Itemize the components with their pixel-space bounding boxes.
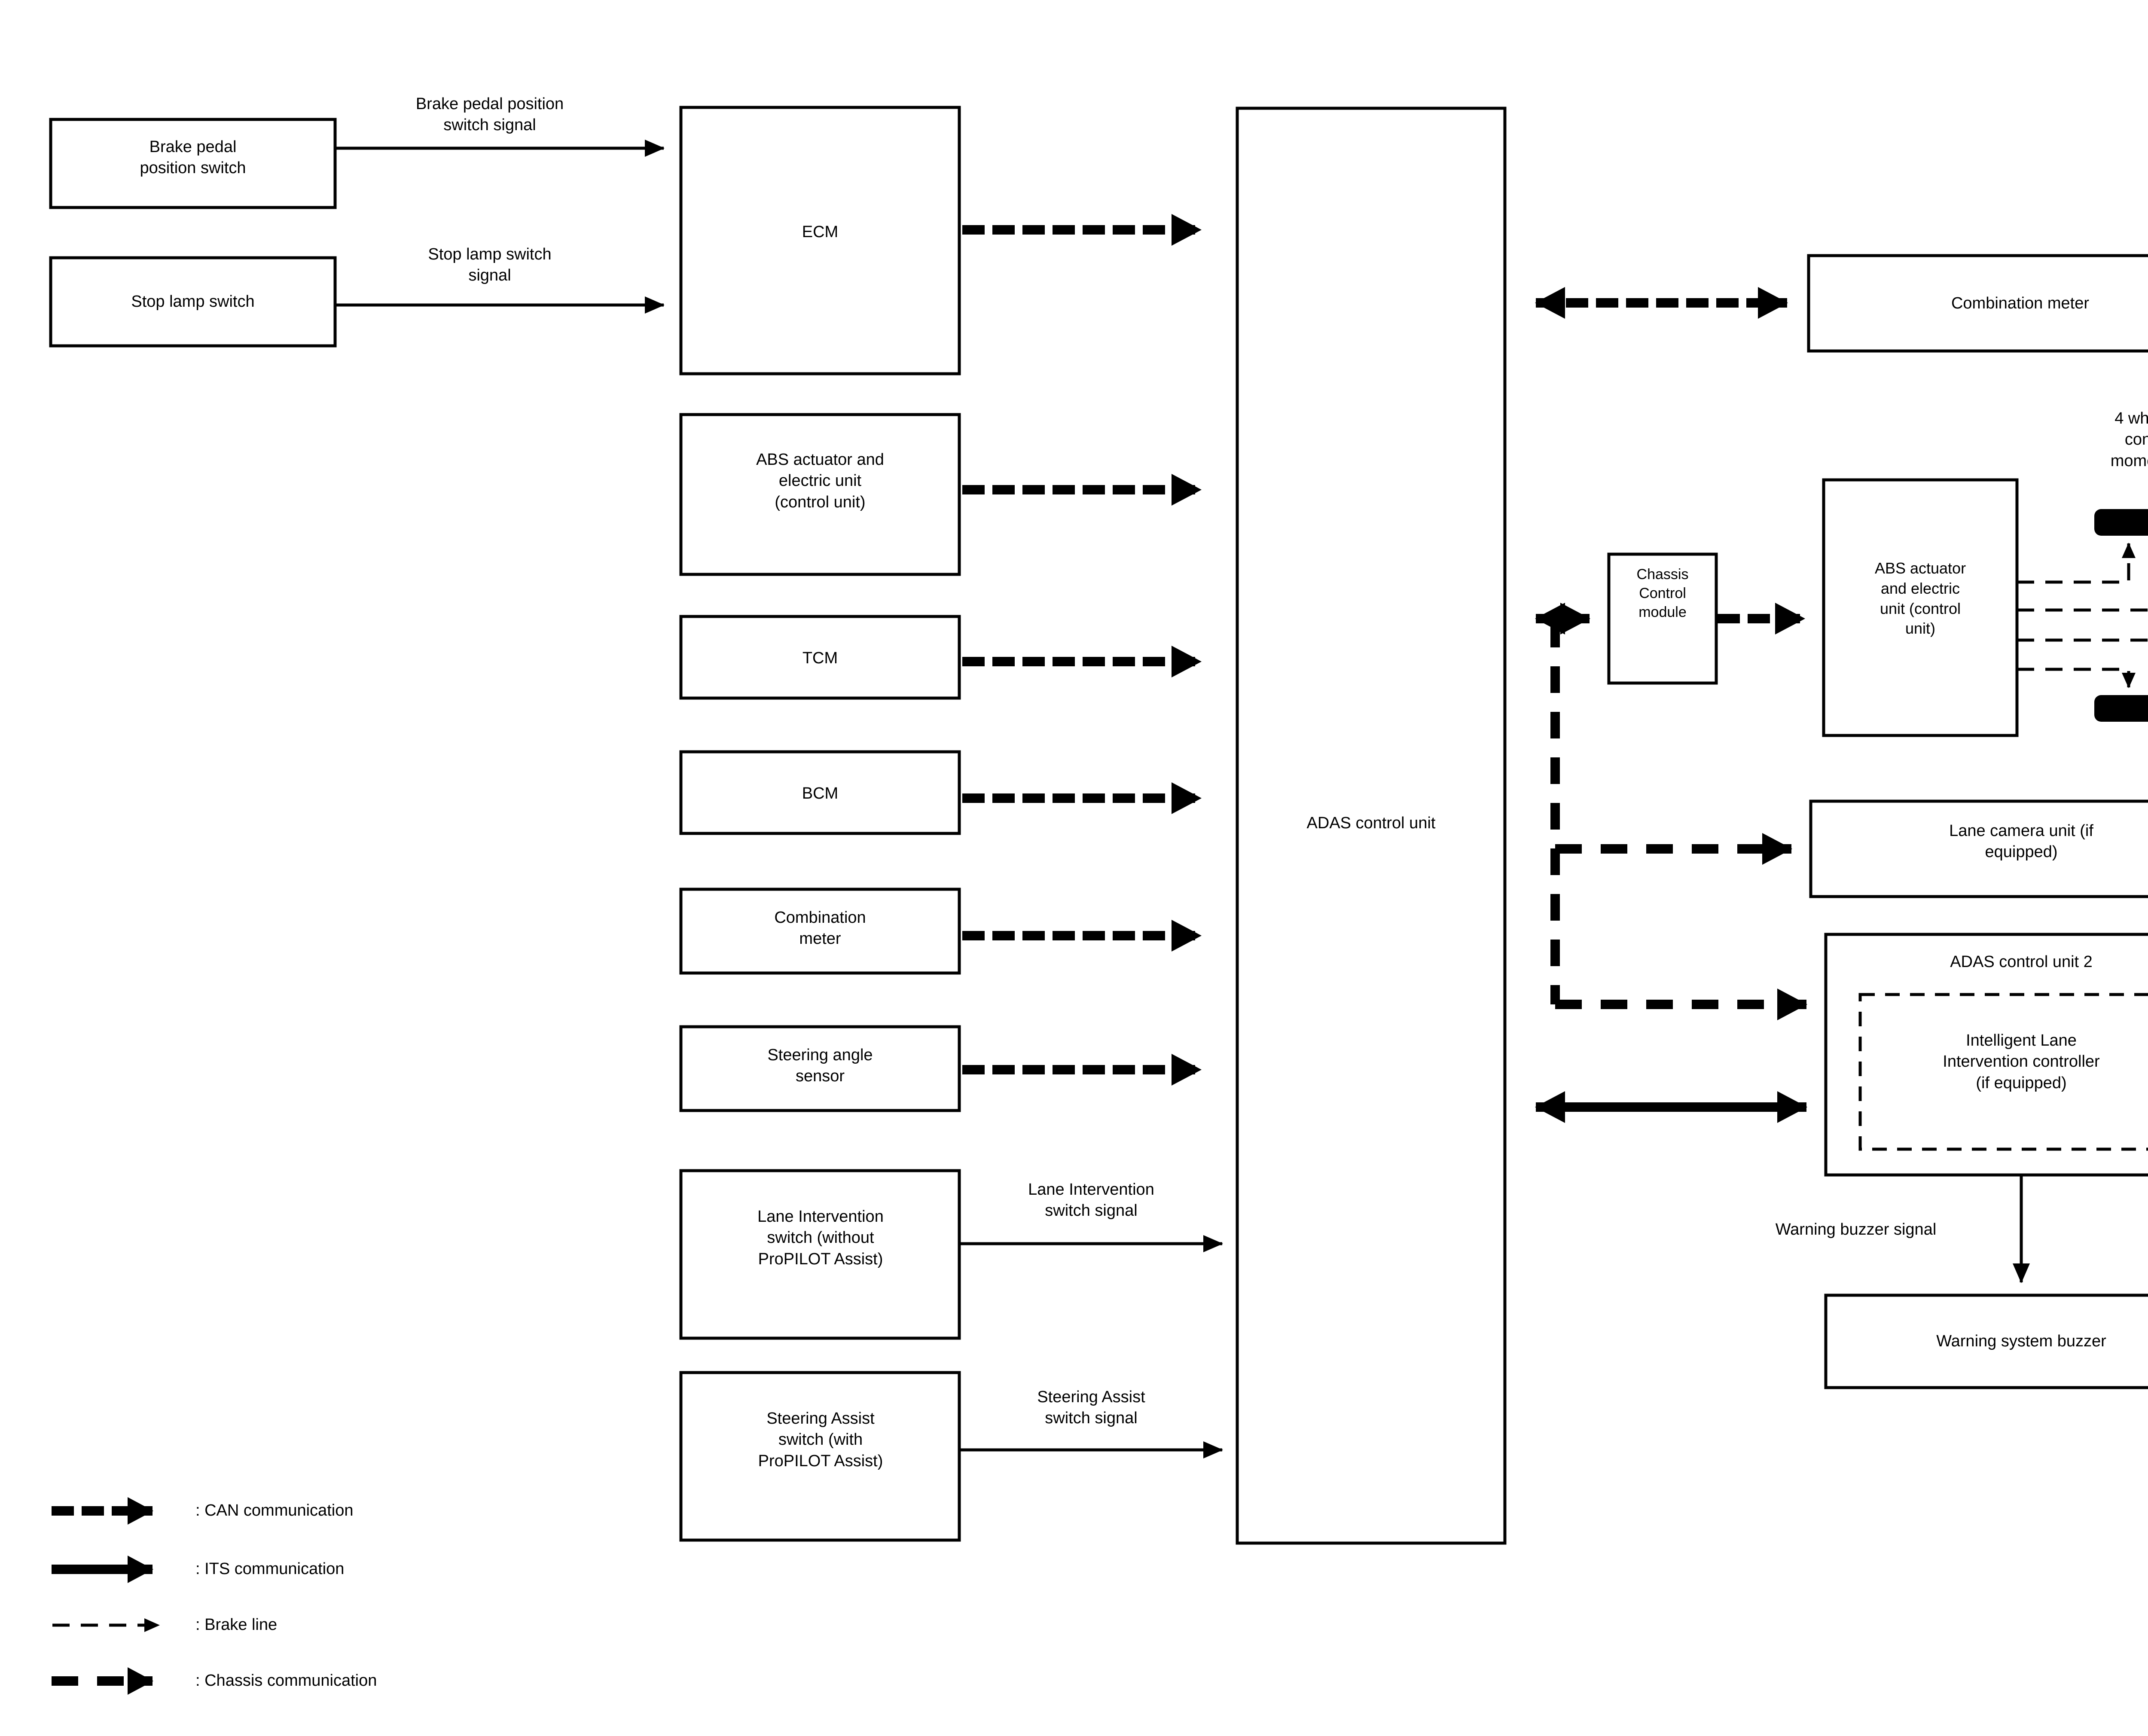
legend-label-its-communication: : ITS communication — [195, 1560, 345, 1578]
label-intelligent-lane-intervention-controller: Intelligent Lane Intervention controller… — [1943, 1031, 2100, 1092]
box-tcm — [679, 615, 961, 700]
box-lane-intervention-switch — [679, 1169, 961, 1340]
box-bcm — [679, 750, 961, 835]
box-adas-control-unit — [1236, 107, 1507, 1545]
label-adas-control-unit: ADAS control unit — [1306, 814, 1436, 832]
box-abs-actuator-right — [1822, 478, 2019, 737]
box-abs-actuator-electric-unit — [679, 413, 961, 576]
box-combination-meter-right — [1807, 254, 2148, 353]
box-steering-assist-switch — [679, 1371, 961, 1542]
label-abs-actuator-electric-unit: ABS actuator and electric unit (control … — [756, 451, 884, 511]
label-bcm: BCM — [802, 784, 839, 802]
label-steering-angle-sensor: Steering angle sensor — [767, 1046, 873, 1086]
box-lane-camera-unit — [1809, 799, 2148, 898]
label-tcm: TCM — [802, 649, 838, 667]
box-steering-angle-sensor — [679, 1025, 961, 1112]
box-chassis-control-module — [1607, 552, 1718, 685]
box-combination-meter-left — [679, 888, 961, 975]
brake-line-rear-left — [2017, 668, 2136, 688]
label-steering-assist-switch: Steering Assist switch (with ProPILOT As… — [758, 1410, 883, 1470]
legend-label-brake-line: : Brake line — [195, 1616, 278, 1634]
box-warning-system-buzzer — [1824, 1294, 2148, 1389]
label-stop-lamp-switch: Stop lamp switch — [131, 293, 255, 311]
annotation-warning-buzzer-signal: Warning buzzer signal — [1775, 1220, 1937, 1239]
legend-label-chassis-communication: : Chassis communication — [195, 1672, 377, 1690]
annotation-steering-assist-signal: Steering Assist switch signal — [1037, 1388, 1145, 1428]
box-stop-lamp-switch — [49, 256, 337, 348]
box-intelligent-lane-intervention-controller — [1858, 993, 2148, 1151]
legend-label-can-communication: : CAN communication — [195, 1501, 354, 1519]
label-lane-intervention-switch: Lane Intervention switch (without ProPIL… — [757, 1208, 884, 1268]
label-combination-meter-left: Combination meter — [774, 909, 866, 948]
annotation-lane-intervention-signal: Lane Intervention switch signal — [1028, 1181, 1154, 1220]
label-chassis-control-module: Chassis Control module — [1636, 566, 1689, 621]
brake-line-front-left — [2017, 543, 2136, 584]
annotation-brake-pedal-signal: Brake pedal position switch signal — [415, 95, 564, 134]
wheel-rear-left — [2094, 695, 2148, 722]
box-brake-pedal-position-switch — [49, 118, 337, 209]
annotation-four-wheels-brake-control: 4 wheels brake control (Yaw moment contr… — [2110, 409, 2148, 470]
label-combination-meter-right: Combination meter — [1951, 294, 2090, 312]
annotation-stop-lamp-signal: Stop lamp switch signal — [428, 245, 552, 285]
label-ecm: ECM — [802, 223, 839, 241]
label-abs-actuator-right: ABS actuator and electric unit (control … — [1874, 559, 1966, 638]
label-adas-control-unit-2: ADAS control unit 2 — [1950, 953, 2093, 971]
wheel-front-left — [2094, 509, 2148, 536]
box-ecm — [679, 106, 961, 375]
label-brake-pedal-position-switch: Brake pedal position switch — [140, 138, 246, 177]
label-warning-system-buzzer: Warning system buzzer — [1936, 1332, 2106, 1350]
label-lane-camera-unit: Lane camera unit (if equipped) — [1949, 822, 2093, 861]
